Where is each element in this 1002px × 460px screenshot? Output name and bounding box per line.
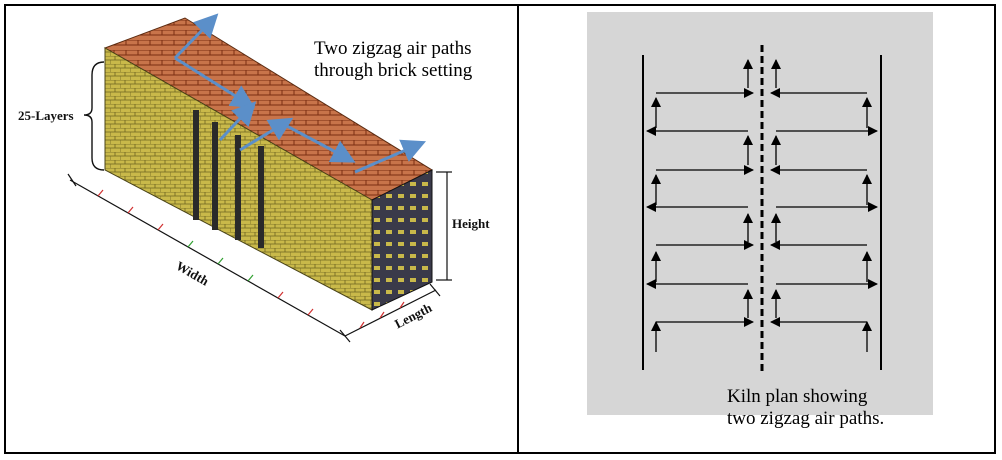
kiln-plan-diagram	[587, 12, 933, 415]
right-caption-line1: Kiln plan showing	[727, 386, 868, 407]
plan-background	[587, 12, 933, 415]
left-caption-line1: Two zigzag air paths	[314, 38, 472, 59]
height-dimension	[436, 171, 452, 281]
layers-label: 25-Layers	[18, 108, 74, 123]
right-caption: Kiln plan showing two zigzag air paths.	[727, 386, 884, 430]
airflow-arrows-plan	[646, 59, 878, 352]
left-caption-line2: through brick setting	[314, 60, 473, 81]
right-caption-line2: two zigzag air paths.	[727, 408, 885, 429]
left-caption: Two zigzag air paths through brick setti…	[314, 38, 472, 82]
brick-end-face	[371, 169, 433, 311]
kiln-plan-panel: Kiln plan showing two zigzag air paths.	[519, 0, 1002, 460]
width-ticks	[97, 189, 314, 316]
layers-brace	[83, 61, 105, 171]
figure-frame	[4, 4, 996, 454]
panel-divider	[517, 4, 519, 454]
airflow-arrows	[173, 13, 427, 174]
brick-setting-panel: Two zigzag air paths through brick setti…	[18, 13, 490, 343]
length-dimension	[344, 283, 441, 337]
channel-openings	[193, 110, 264, 248]
brick-setting-illustration	[67, 13, 452, 343]
height-label: Height	[452, 216, 490, 231]
